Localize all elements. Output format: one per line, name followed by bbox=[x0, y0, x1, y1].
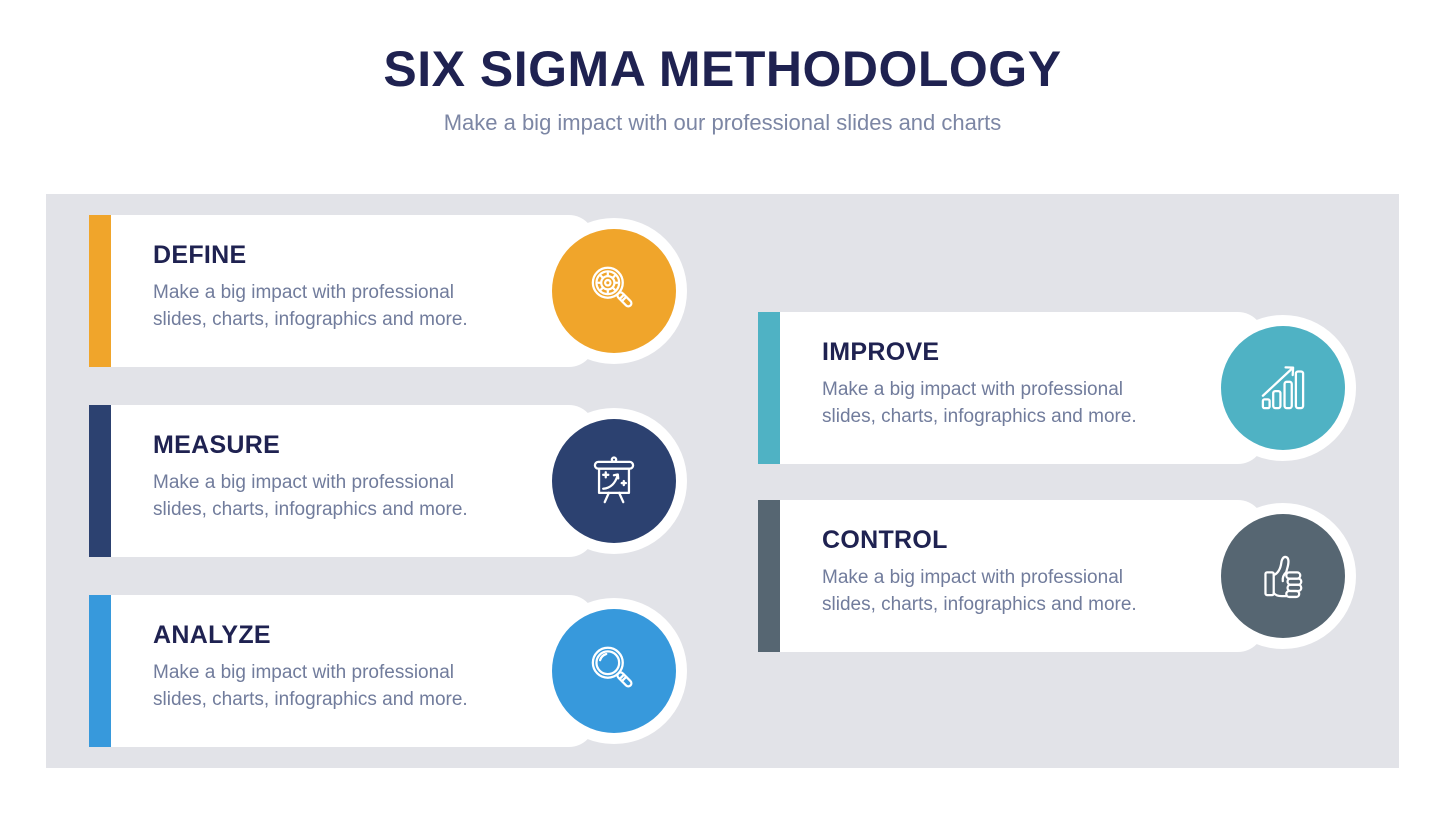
card-description: Make a big impact with professional slid… bbox=[153, 282, 468, 330]
header: SIX SIGMA METHODOLOGY Make a big impact … bbox=[0, 0, 1445, 136]
card-title: DEFINE bbox=[153, 241, 247, 269]
icon-circle bbox=[552, 419, 676, 543]
card-improve: IMPROVE Make a big impact with professio… bbox=[758, 312, 1356, 464]
card-body: IMPROVE Make a big impact with professio… bbox=[780, 312, 1264, 464]
presentation-board-icon bbox=[593, 456, 635, 504]
icon-badge bbox=[541, 218, 687, 364]
accent-bar bbox=[758, 500, 780, 652]
card-control: CONTROL Make a big impact with professio… bbox=[758, 500, 1356, 652]
icon-badge bbox=[1210, 503, 1356, 649]
accent-bar bbox=[89, 215, 111, 367]
content-panel: DEFINE Make a big impact with profession… bbox=[46, 194, 1399, 768]
accent-bar bbox=[758, 312, 780, 464]
thumbs-up-icon bbox=[1264, 555, 1303, 599]
card-title: ANALYZE bbox=[153, 621, 271, 649]
icon-badge bbox=[541, 408, 687, 554]
card-title: IMPROVE bbox=[822, 338, 940, 366]
icon-circle bbox=[1221, 326, 1345, 450]
card-description: Make a big impact with professional slid… bbox=[153, 662, 468, 710]
card-description: Make a big impact with professional slid… bbox=[822, 567, 1137, 615]
icon-badge bbox=[541, 598, 687, 744]
card-body: ANALYZE Make a big impact with professio… bbox=[111, 595, 595, 747]
accent-bar bbox=[89, 595, 111, 747]
card-body: MEASURE Make a big impact with professio… bbox=[111, 405, 595, 557]
page-subtitle: Make a big impact with our professional … bbox=[443, 110, 1002, 135]
card-define: DEFINE Make a big impact with profession… bbox=[89, 215, 687, 367]
card-body: CONTROL Make a big impact with professio… bbox=[780, 500, 1264, 652]
card-measure: MEASURE Make a big impact with professio… bbox=[89, 405, 687, 557]
card-title: MEASURE bbox=[153, 431, 281, 459]
icon-badge bbox=[1210, 315, 1356, 461]
magnifier-gear-icon bbox=[591, 266, 633, 308]
card-description: Make a big impact with professional slid… bbox=[822, 379, 1137, 427]
page-title: SIX SIGMA METHODOLOGY bbox=[383, 41, 1062, 97]
growth-chart-icon bbox=[1261, 366, 1305, 410]
icon-circle bbox=[1221, 514, 1345, 638]
icon-circle bbox=[552, 229, 676, 353]
card-analyze: ANALYZE Make a big impact with professio… bbox=[89, 595, 687, 747]
magnifier-icon bbox=[591, 646, 633, 688]
icon-circle bbox=[552, 609, 676, 733]
accent-bar bbox=[89, 405, 111, 557]
card-body: DEFINE Make a big impact with profession… bbox=[111, 215, 595, 367]
card-title: CONTROL bbox=[822, 526, 948, 554]
card-description: Make a big impact with professional slid… bbox=[153, 472, 468, 520]
